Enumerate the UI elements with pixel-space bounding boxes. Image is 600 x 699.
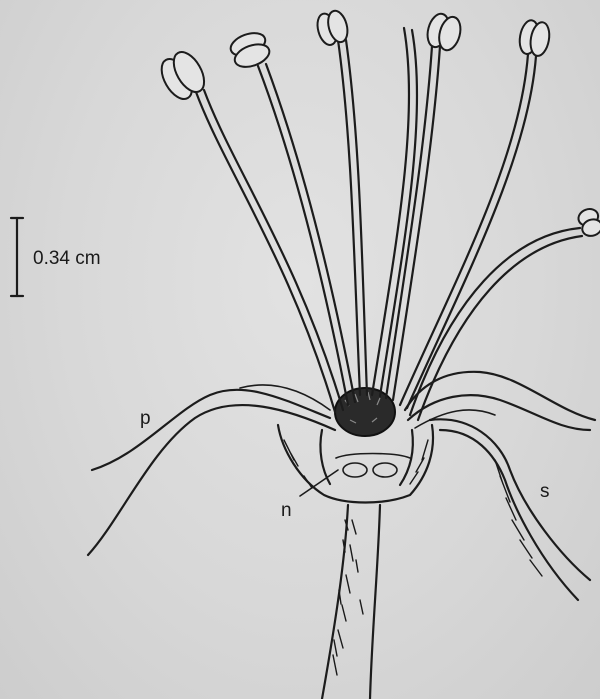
receptacle [278, 425, 433, 503]
anther [155, 47, 210, 104]
sepal [430, 419, 590, 600]
anthers [155, 9, 600, 239]
anther [517, 19, 551, 58]
stem [322, 505, 380, 699]
anther [424, 11, 464, 52]
stamens [196, 28, 582, 420]
petal-label: p [140, 408, 151, 429]
nectary-gland [373, 463, 397, 477]
scale-bar: 0.34 cm [11, 218, 101, 296]
scale-bar-label: 0.34 cm [33, 248, 101, 269]
anther [576, 206, 600, 238]
sepal-label: s [540, 481, 550, 502]
nectary-label: n [281, 500, 292, 521]
nectary-gland [343, 463, 367, 477]
